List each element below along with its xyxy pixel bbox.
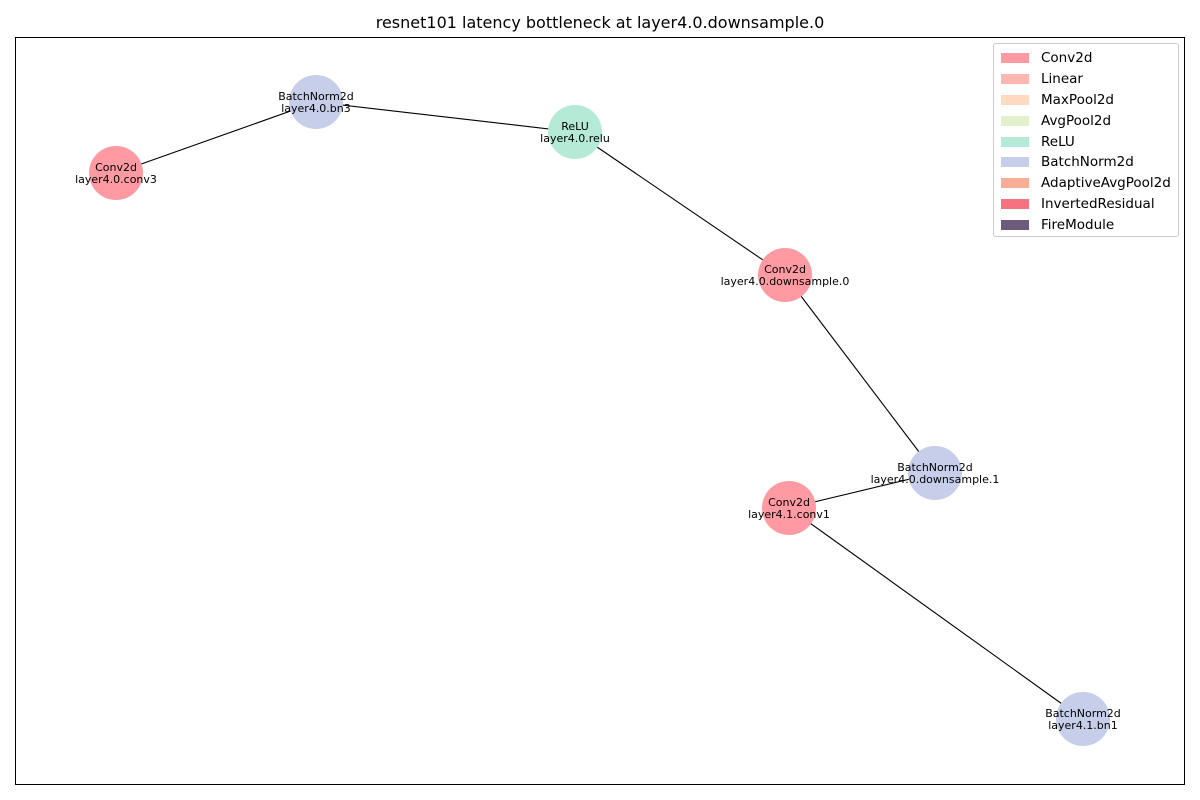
legend-swatch xyxy=(1001,74,1029,85)
node-name-label: layer4.0.conv3 xyxy=(75,173,157,186)
legend-label: InvertedResidual xyxy=(1041,195,1155,212)
legend-item: InvertedResidual xyxy=(1001,194,1171,215)
node-circle xyxy=(758,248,812,302)
legend-label: Linear xyxy=(1041,71,1083,88)
node-name-label: layer4.0.bn3 xyxy=(281,102,351,115)
node-circle xyxy=(1056,692,1110,746)
node-name-label: layer4.1.conv1 xyxy=(748,508,830,521)
diagram-title: resnet101 latency bottleneck at layer4.0… xyxy=(375,13,825,32)
node-type-label: BatchNorm2d xyxy=(1045,707,1121,720)
legend-item: BatchNorm2d xyxy=(1001,152,1171,173)
graph-edge xyxy=(784,274,936,474)
node-type-label: ReLU xyxy=(561,120,589,133)
legend-item: ReLU xyxy=(1001,131,1171,152)
legend-swatch xyxy=(1001,219,1029,230)
node-circle xyxy=(762,481,816,535)
node-circle xyxy=(89,146,143,200)
node-type-label: Conv2d xyxy=(764,263,806,276)
legend-swatch xyxy=(1001,94,1029,105)
legend-item: AdaptiveAvgPool2d xyxy=(1001,173,1171,194)
node-type-label: Conv2d xyxy=(95,161,137,174)
legend-label: FireModule xyxy=(1041,216,1115,233)
edge-layer xyxy=(115,101,1084,720)
node-name-label: layer4.1.bn1 xyxy=(1048,719,1118,732)
node-type-label: BatchNorm2d xyxy=(897,461,973,474)
legend-label: AdaptiveAvgPool2d xyxy=(1041,175,1171,192)
legend-item: AvgPool2d xyxy=(1001,110,1171,131)
legend-item: FireModule xyxy=(1001,214,1171,235)
legend-label: AvgPool2d xyxy=(1041,112,1112,129)
graph-edge xyxy=(115,101,317,174)
legend-swatch xyxy=(1001,157,1029,168)
legend-label: BatchNorm2d xyxy=(1041,154,1134,171)
node-circle xyxy=(908,446,962,500)
legend-label: ReLU xyxy=(1041,133,1075,150)
node-type-label: Conv2d xyxy=(768,496,810,509)
legend-item: Conv2d xyxy=(1001,48,1171,69)
legend-swatch xyxy=(1001,115,1029,126)
plot-frame xyxy=(15,37,1185,785)
graph-edge xyxy=(788,507,1084,720)
graph-edge xyxy=(315,101,576,133)
node-circle xyxy=(548,105,602,159)
legend-swatch xyxy=(1001,136,1029,147)
node-layer: Conv2dlayer4.0.conv3BatchNorm2dlayer4.0.… xyxy=(75,75,1121,746)
legend-swatch xyxy=(1001,178,1029,189)
legend-swatch xyxy=(1001,198,1029,209)
legend-item: MaxPool2d xyxy=(1001,90,1171,111)
node-type-label: BatchNorm2d xyxy=(278,90,354,103)
node-circle xyxy=(289,75,343,129)
node-name-label: layer4.0.relu xyxy=(540,132,610,145)
legend-swatch xyxy=(1001,53,1029,64)
graph-edge xyxy=(574,131,786,276)
legend-label: Conv2d xyxy=(1041,50,1093,67)
legend-item: Linear xyxy=(1001,69,1171,90)
node-name-label: layer4.0.downsample.1 xyxy=(871,473,1000,486)
node-name-label: layer4.0.downsample.0 xyxy=(721,275,850,288)
legend-label: MaxPool2d xyxy=(1041,91,1114,108)
